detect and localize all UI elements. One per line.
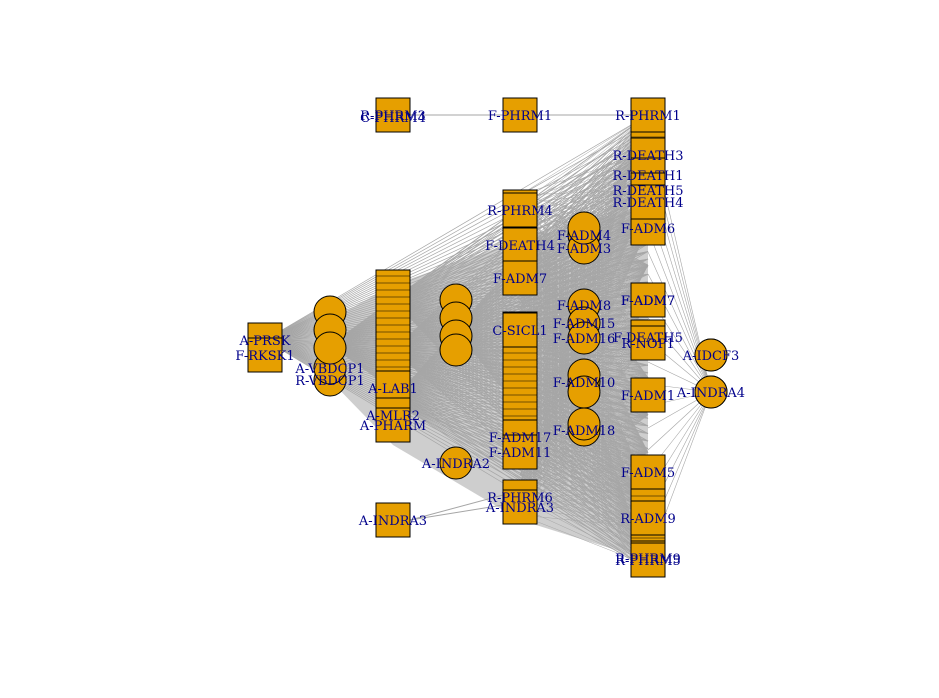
node-label-a-indra3: A-INDRA3 xyxy=(358,514,427,529)
node-label-r-nop1: R-NOP1 xyxy=(621,337,674,352)
node-label-c-sicl1: C-SICL1 xyxy=(492,324,547,339)
node-label-a-indra3b: A-INDRA3 xyxy=(485,501,554,516)
node-label-r-adm9: R-ADM9 xyxy=(620,512,676,527)
node-label-a-pharm: A-PHARM xyxy=(359,419,426,434)
node-label-f-adm7: F-ADM7 xyxy=(493,272,547,287)
node-label-a-indra4: A-INDRA4 xyxy=(676,386,745,401)
node-cluster-circle xyxy=(440,334,472,366)
node-label-c-phrm4: C-PHRM4 xyxy=(360,111,426,126)
node-label-f-adm7c: F-ADM7 xyxy=(621,294,675,309)
node-label-f-adm16: F-ADM16 xyxy=(553,332,616,347)
node-label-a-vbdcp1: A-VBDCP1 xyxy=(294,362,364,377)
node-label-f-phrm1: F-PHRM1 xyxy=(488,109,552,124)
node-label-f-adm10: F-ADM10 xyxy=(553,376,616,391)
node-label-r-death3: R-DEATH3 xyxy=(612,149,683,164)
node-label-f-death4: F-DEATH4 xyxy=(485,239,555,254)
node-label-r-death4: R-DEATH4 xyxy=(612,196,683,211)
node-label-r-phrm1: R-PHRM1 xyxy=(615,109,681,124)
node-label-r-death1: R-DEATH1 xyxy=(612,169,683,184)
node-label-r-phrm5: R-PHRM5 xyxy=(615,554,681,569)
node-label-f-adm1: F-ADM1 xyxy=(621,389,675,404)
node-label-r-phrm4: R-PHRM4 xyxy=(487,204,553,219)
node-label-f-rksk1: F-RKSK1 xyxy=(235,349,294,364)
node-label-a-indra2: A-INDRA2 xyxy=(421,457,490,472)
node-label-f-adm5: F-ADM5 xyxy=(621,466,675,481)
node-label-f-adm11: F-ADM11 xyxy=(489,446,552,461)
node-cluster-circle xyxy=(314,332,346,364)
node-label-f-adm15: F-ADM15 xyxy=(553,317,616,332)
node-label-a-lab1: A-LAB1 xyxy=(367,382,418,397)
node-label-a-idcf3: A-IDCF3 xyxy=(682,349,740,364)
node-label-f-adm18: F-ADM18 xyxy=(553,424,616,439)
node-label-f-adm3: F-ADM3 xyxy=(557,242,611,257)
node-label-f-adm8: F-ADM8 xyxy=(557,299,611,314)
node-label-a-prsk: A-PRSK xyxy=(239,334,291,349)
node-label-f-adm17: F-ADM17 xyxy=(489,431,552,446)
node-label-f-adm6: F-ADM6 xyxy=(621,222,675,237)
